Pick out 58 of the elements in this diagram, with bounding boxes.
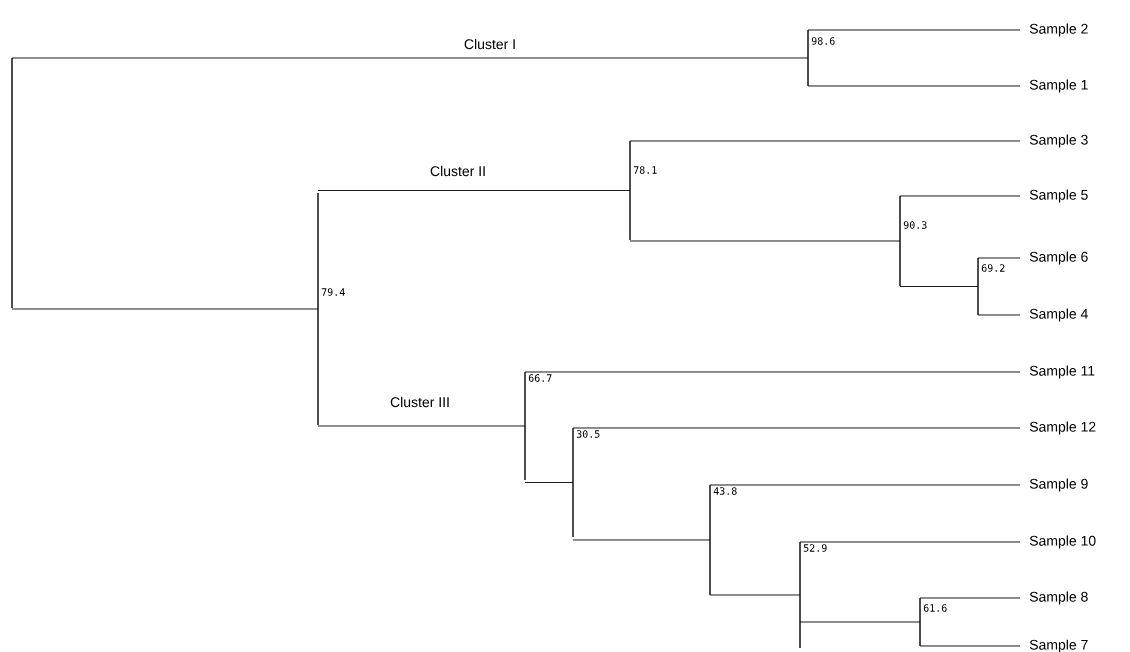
branch-line bbox=[572, 427, 574, 538]
sample-label: Sample 1 bbox=[1029, 79, 1088, 93]
branch-connector bbox=[524, 371, 1021, 373]
sample-label: Sample 10 bbox=[1029, 535, 1096, 549]
branch-connector bbox=[919, 645, 1021, 647]
branch-connector bbox=[524, 482, 574, 483]
branch-connector bbox=[807, 85, 1021, 87]
branch-connector bbox=[799, 621, 921, 623]
branch-connector bbox=[709, 594, 801, 596]
support-value: 30.5 bbox=[576, 430, 600, 438]
sample-label: Sample 5 bbox=[1029, 189, 1088, 203]
cluster-label: Cluster I bbox=[464, 38, 515, 50]
support-value: 98.6 bbox=[811, 37, 835, 45]
cluster-label: Cluster III bbox=[390, 396, 449, 408]
sample-label: Sample 8 bbox=[1029, 591, 1088, 605]
branch-connector bbox=[629, 140, 1021, 142]
support-value: 78.1 bbox=[633, 166, 657, 174]
branch-connector bbox=[11, 308, 319, 310]
support-value: 43.8 bbox=[713, 487, 737, 495]
sample-label: Sample 12 bbox=[1029, 421, 1096, 435]
branch-connector bbox=[629, 240, 901, 242]
branch-line bbox=[807, 29, 809, 87]
branch-line bbox=[899, 195, 901, 287]
branch-line bbox=[11, 57, 13, 309]
branch-line bbox=[799, 541, 801, 649]
support-value: 52.9 bbox=[803, 544, 827, 552]
sample-label: Sample 6 bbox=[1029, 251, 1088, 265]
branch-line bbox=[317, 192, 319, 426]
cluster-label: Cluster II bbox=[430, 165, 485, 177]
branch-connector bbox=[572, 539, 711, 541]
branch-connector bbox=[799, 541, 1021, 543]
branch-connector bbox=[317, 425, 526, 427]
branch-line bbox=[524, 371, 526, 481]
support-value: 79.4 bbox=[321, 288, 345, 296]
branch-line bbox=[709, 484, 711, 596]
branch-connector bbox=[807, 29, 1021, 31]
branch-connector bbox=[919, 597, 1021, 599]
sample-label: Sample 11 bbox=[1029, 365, 1095, 379]
sample-label: Sample 7 bbox=[1029, 639, 1088, 652]
support-value: 66.7 bbox=[528, 374, 552, 382]
branch-connector bbox=[977, 314, 1021, 316]
support-value: 90.3 bbox=[903, 221, 927, 229]
sample-label: Sample 3 bbox=[1029, 134, 1088, 148]
support-value: 69.2 bbox=[981, 264, 1005, 272]
branch-connector bbox=[572, 427, 1021, 429]
sample-label: Sample 2 bbox=[1029, 23, 1088, 37]
sample-label: Sample 4 bbox=[1029, 308, 1088, 322]
support-value: 61.6 bbox=[923, 604, 947, 612]
branch-connector bbox=[709, 484, 1021, 486]
branch-line bbox=[919, 597, 921, 647]
branch-connector bbox=[977, 257, 1021, 259]
branch-connector bbox=[11, 57, 809, 59]
branch-line bbox=[629, 140, 631, 241]
branch-connector bbox=[317, 190, 631, 191]
branch-connector bbox=[899, 195, 1021, 197]
branch-line bbox=[977, 257, 979, 316]
sample-label: Sample 9 bbox=[1029, 478, 1088, 492]
branch-connector bbox=[899, 286, 979, 287]
